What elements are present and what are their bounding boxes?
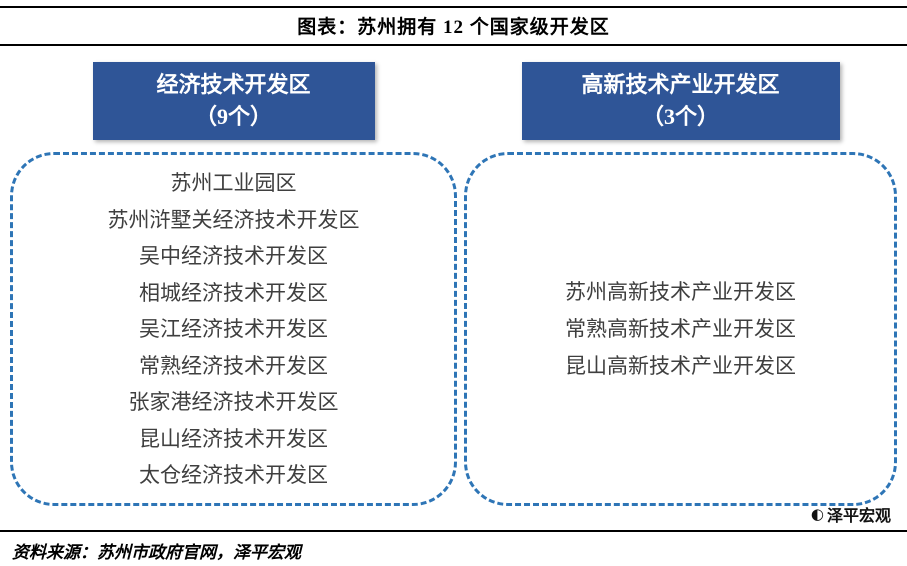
list-item: 张家港经济技术开发区: [128, 390, 339, 414]
list-item: 苏州浒墅关经济技术开发区: [107, 207, 360, 232]
list-item: 苏州高新技术产业开发区: [565, 279, 796, 304]
list-item: 苏州工业园区: [170, 171, 297, 195]
list-item: 昆山经济技术开发区: [139, 426, 328, 451]
economic-zones-header-count: （9个）: [194, 104, 272, 129]
zeping-logo-icon: ◐: [810, 504, 824, 523]
list-item: 相城经济技术开发区: [139, 280, 328, 305]
list-item: 太仓经济技术开发区: [139, 463, 328, 487]
column-economic-zones: 经济技术开发区 （9个） 苏州工业园区苏州浒墅关经济技术开发区吴中经济技术开发区…: [10, 62, 457, 506]
list-item: 常熟高新技术产业开发区: [565, 316, 796, 341]
main-content: 经济技术开发区 （9个） 苏州工业园区苏州浒墅关经济技术开发区吴中经济技术开发区…: [0, 62, 907, 506]
column-hightech-zones: 高新技术产业开发区 （3个） 苏州高新技术产业开发区常熟高新技术产业开发区昆山高…: [464, 62, 897, 506]
economic-zones-header: 经济技术开发区 （9个）: [92, 62, 375, 140]
hightech-zones-header: 高新技术产业开发区 （3个）: [521, 62, 840, 140]
footer-divider: [0, 530, 907, 532]
list-item: 常熟经济技术开发区: [139, 353, 328, 378]
chart-title-bar: 图表：苏州拥有 12 个国家级开发区: [0, 6, 907, 46]
economic-zones-header-title: 经济技术开发区: [156, 72, 311, 97]
source-note: 资料来源：苏州市政府官网，泽平宏观: [12, 543, 301, 562]
list-item: 吴江经济技术开发区: [139, 317, 328, 341]
list-item: 昆山高新技术产业开发区: [565, 353, 796, 378]
hightech-zones-list: 苏州高新技术产业开发区常熟高新技术产业开发区昆山高新技术产业开发区: [464, 152, 897, 506]
chart-title: 图表：苏州拥有 12 个国家级开发区: [297, 17, 610, 38]
list-item: 吴中经济技术开发区: [139, 244, 328, 268]
zeping-logo-text: 泽平宏观: [826, 508, 891, 525]
hightech-zones-header-title: 高新技术产业开发区: [581, 72, 780, 97]
hightech-zones-header-count: （3个）: [641, 104, 719, 129]
brand-logo: ◐ 泽平宏观: [811, 502, 891, 526]
economic-zones-list: 苏州工业园区苏州浒墅关经济技术开发区吴中经济技术开发区相城经济技术开发区吴江经济…: [10, 152, 457, 506]
